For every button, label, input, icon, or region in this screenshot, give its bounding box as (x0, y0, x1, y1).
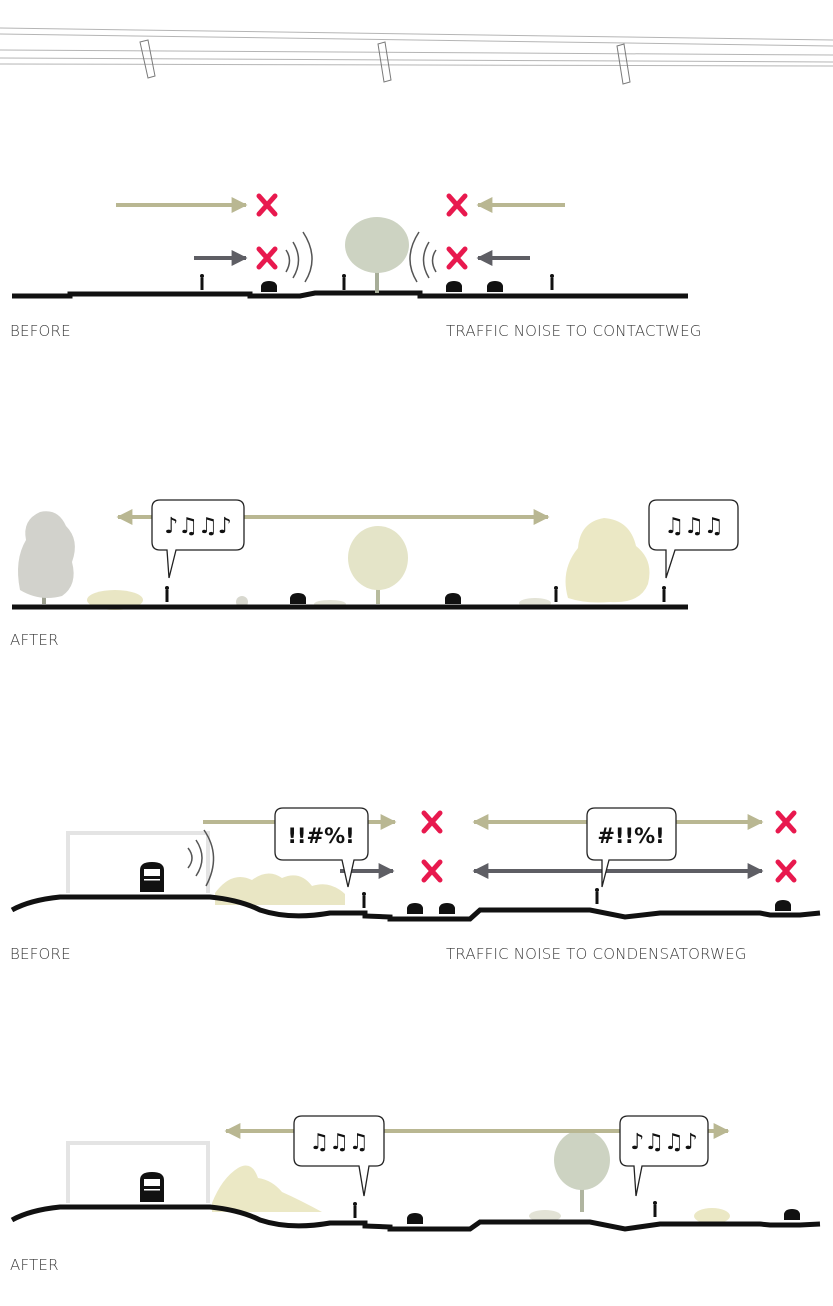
car-icon (261, 281, 277, 292)
car-icon (439, 903, 455, 914)
car-icon (775, 900, 791, 911)
sound-waves-icon (285, 231, 437, 283)
shrub-icon (529, 1210, 561, 1222)
tree-icon (18, 511, 75, 604)
cross-icon (424, 813, 440, 831)
pedestrian-icon (200, 274, 204, 290)
car-icon (446, 281, 462, 292)
caption-after-2: AFTER (10, 1256, 59, 1274)
overhead-wires (0, 27, 833, 85)
cross-icon (778, 862, 794, 880)
cross-icon (778, 813, 794, 831)
pedestrian-icon (362, 892, 366, 908)
pedestrian-icon (353, 1202, 357, 1218)
tree-icon (348, 526, 408, 604)
cross-icon (259, 196, 275, 214)
car-icon (445, 593, 461, 604)
cross-icon (424, 862, 440, 880)
caption-before-1: BEFORE (10, 322, 71, 340)
shrub-icon (215, 873, 345, 905)
speech-bubble: ♫♫♫ (293, 1115, 385, 1197)
ground-line (10, 1204, 821, 1232)
caption-title-2: TRAFFIC NOISE TO CONDENSATORWEG (446, 945, 747, 963)
sound-waves-icon (187, 829, 215, 887)
cross-icon (449, 196, 465, 214)
tree-icon (554, 1130, 610, 1212)
car-icon (784, 1209, 800, 1220)
rail-canopy (66, 831, 210, 893)
pedestrian-icon (653, 1201, 657, 1217)
section-4-after: ♫♫♫ ♪♫♫♪ (10, 1115, 821, 1232)
caption-after-1: AFTER (10, 631, 59, 649)
speech-bubble: !!#%! (274, 807, 369, 888)
music-notes-icon: ♫♫♫ (664, 514, 723, 539)
pedestrian-icon (662, 586, 666, 602)
ground-line (12, 290, 688, 299)
caption-title-1: TRAFFIC NOISE TO CONTACTWEG (446, 322, 702, 340)
rail-canopy (66, 1141, 210, 1203)
music-notes-icon: ♪♫♫♪ (630, 1130, 698, 1155)
music-notes-icon: ♫♫♫ (309, 1130, 368, 1155)
tree-icon (345, 217, 409, 293)
music-notes-icon: ♪♫♫♪ (164, 514, 232, 539)
car-icon (407, 1213, 423, 1224)
speech-bubble: ♪♫♫♪ (151, 499, 245, 579)
train-icon (140, 1172, 164, 1202)
section-3-before: !!#%! #!!%! (10, 807, 821, 922)
speech-bubble: ♪♫♫♪ (619, 1115, 709, 1197)
noise-text: #!!%! (597, 824, 664, 848)
pedestrian-icon (554, 586, 558, 602)
pedestrian-icon (595, 888, 599, 904)
shrub-icon (694, 1208, 730, 1224)
section-2-after: ♪♫♫♪ ♫♫♫ (12, 499, 739, 610)
car-icon (290, 593, 306, 604)
speech-bubble: ♫♫♫ (648, 499, 739, 579)
pedestrian-icon (342, 274, 346, 290)
train-icon (140, 862, 164, 892)
speech-bubble: #!!%! (586, 807, 677, 888)
pedestrian-icon (165, 586, 169, 602)
noise-text: !!#%! (287, 824, 354, 848)
ground-line (10, 894, 821, 922)
car-icon (487, 281, 503, 292)
caption-before-2: BEFORE (10, 945, 71, 963)
tree-icon (565, 518, 650, 603)
pedestrian-icon (550, 274, 554, 290)
cross-icon (449, 249, 465, 267)
car-icon (407, 903, 423, 914)
section-1-before (12, 196, 688, 299)
cross-icon (259, 249, 275, 267)
shrub-icon (212, 1165, 322, 1212)
